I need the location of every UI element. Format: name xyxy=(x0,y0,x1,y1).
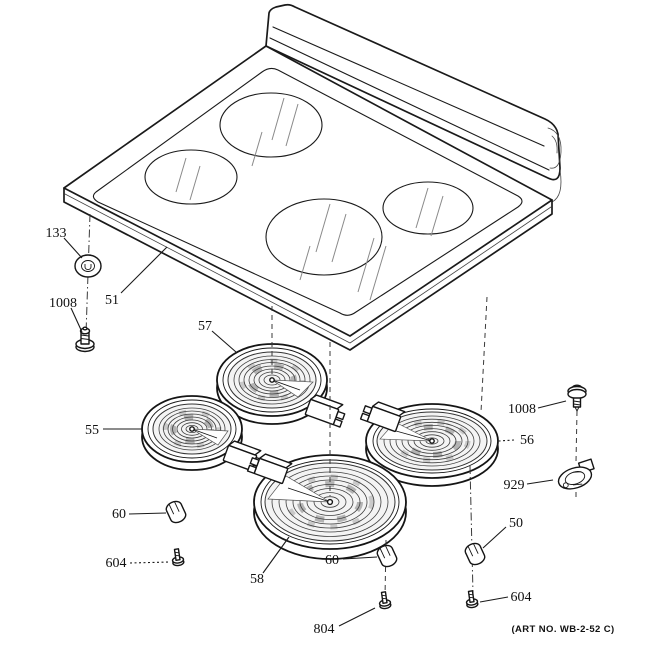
screw-604-right xyxy=(465,590,479,609)
callout-804: 804 xyxy=(314,622,335,637)
callout-60-center: 60 xyxy=(325,553,339,568)
callout-58: 58 xyxy=(250,572,264,587)
callout-133: 133 xyxy=(46,226,67,241)
callout-56: 56 xyxy=(520,433,534,448)
callout-1008-right: 1008 xyxy=(508,402,536,417)
callout-604-right: 604 xyxy=(511,590,532,605)
radiant-element-55 xyxy=(141,395,264,474)
callout-604-left: 604 xyxy=(106,556,127,571)
callout-60-left: 60 xyxy=(112,507,126,522)
screw-1008-left xyxy=(75,326,95,353)
screw-1008-right xyxy=(567,384,587,413)
terminal-block-56 xyxy=(359,401,406,433)
cooktop-glass-maintop xyxy=(63,3,562,351)
terminal-block-58 xyxy=(246,453,293,485)
glass-burner-outlines xyxy=(144,92,474,276)
callout-1008-left: 1008 xyxy=(49,296,77,311)
screw-604-left xyxy=(171,548,185,567)
receptacle-929 xyxy=(557,458,595,490)
clip-60-center xyxy=(376,544,398,568)
clip-60-left xyxy=(165,500,187,524)
callout-55: 55 xyxy=(85,423,99,438)
callout-51: 51 xyxy=(105,293,119,308)
callout-50: 50 xyxy=(509,516,523,531)
terminal-block-57 xyxy=(304,394,346,428)
grommet-133 xyxy=(74,254,102,278)
callout-labels: 133 1008 51 57 55 60 604 58 60 804 1008 … xyxy=(46,226,537,637)
leader-lines xyxy=(63,237,567,627)
radiant-element-57 xyxy=(216,343,346,428)
callout-929: 929 xyxy=(504,478,525,493)
mount-axis-left xyxy=(85,213,91,335)
callout-57: 57 xyxy=(198,319,212,334)
glass-shine-marks xyxy=(175,97,444,301)
backsplash xyxy=(265,3,561,181)
screw-804 xyxy=(378,591,392,610)
art-number-note: (ART NO. WB-2-52 C) xyxy=(511,624,614,635)
radiant-element-56 xyxy=(359,401,499,487)
radiant-element-58 xyxy=(246,453,407,560)
clip-50 xyxy=(464,542,486,566)
